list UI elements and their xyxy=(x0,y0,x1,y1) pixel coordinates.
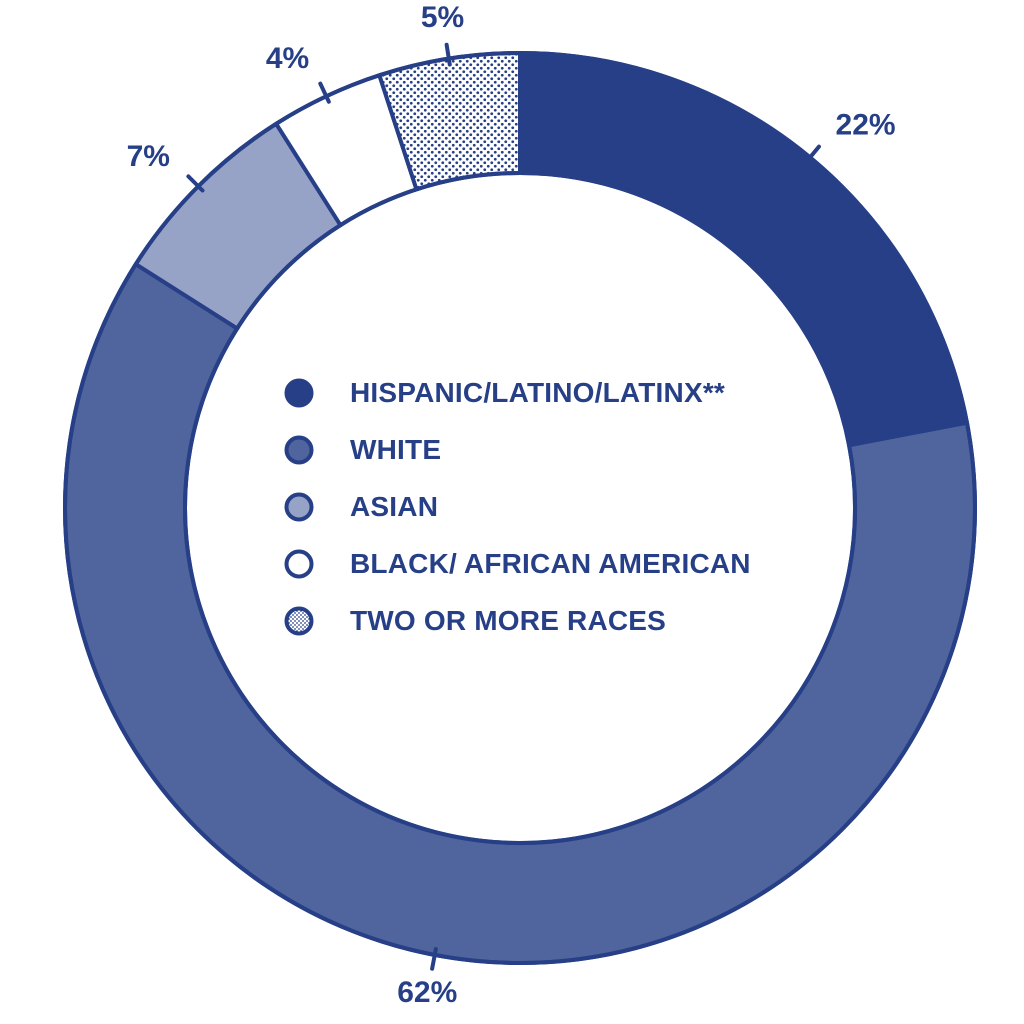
legend-label: WHITE xyxy=(350,433,442,465)
value-label-white: 62% xyxy=(397,976,457,1009)
legend: HISPANIC/LATINO/LATINX** WHITE ASIAN BLACK/… xyxy=(284,364,844,649)
inner-rim xyxy=(183,171,857,845)
legend-item-hispanic-latino-latinx: HISPANIC/LATINO/LATINX** xyxy=(284,364,844,421)
tick-two-or-more-races xyxy=(444,42,452,67)
outer-rim xyxy=(63,51,977,965)
value-label-two-or-more-races: 5% xyxy=(421,1,464,34)
tick-black-african-american xyxy=(318,81,331,104)
ticks-layer xyxy=(186,42,821,971)
legend-swatch-two-or-more-races xyxy=(284,606,314,635)
legend-label: ASIAN xyxy=(350,490,439,522)
value-label-black-african-american: 4% xyxy=(266,42,309,75)
value-label-asian: 7% xyxy=(127,140,170,173)
legend-swatch-hispanic-latino-latinx xyxy=(284,378,314,407)
legend-swatch-white xyxy=(284,435,314,464)
legend-swatch-asian xyxy=(284,492,314,521)
tick-hispanic-latino-latinx xyxy=(804,144,821,165)
legend-item-asian: ASIAN xyxy=(284,478,844,535)
tick-asian xyxy=(186,174,205,193)
legend-label: BLACK/ AFRICAN AMERICAN xyxy=(350,547,751,579)
legend-label: HISPANIC/LATINO/LATINX** xyxy=(350,376,726,408)
legend-item-white: WHITE xyxy=(284,421,844,478)
legend-label: TWO OR MORE RACES xyxy=(350,604,667,636)
legend-item-two-or-more-races: TWO OR MORE RACES xyxy=(284,592,844,649)
slices-layer xyxy=(63,50,977,965)
value-label-hispanic-latino-latinx: 22% xyxy=(836,109,896,142)
tick-white xyxy=(430,947,438,971)
labels-layer: 22% 62% 7% 4% 5% xyxy=(127,1,896,1009)
legend-swatch-black-african-american xyxy=(284,549,314,578)
legend-item-black-african-american: BLACK/ AFRICAN AMERICAN xyxy=(284,535,844,592)
